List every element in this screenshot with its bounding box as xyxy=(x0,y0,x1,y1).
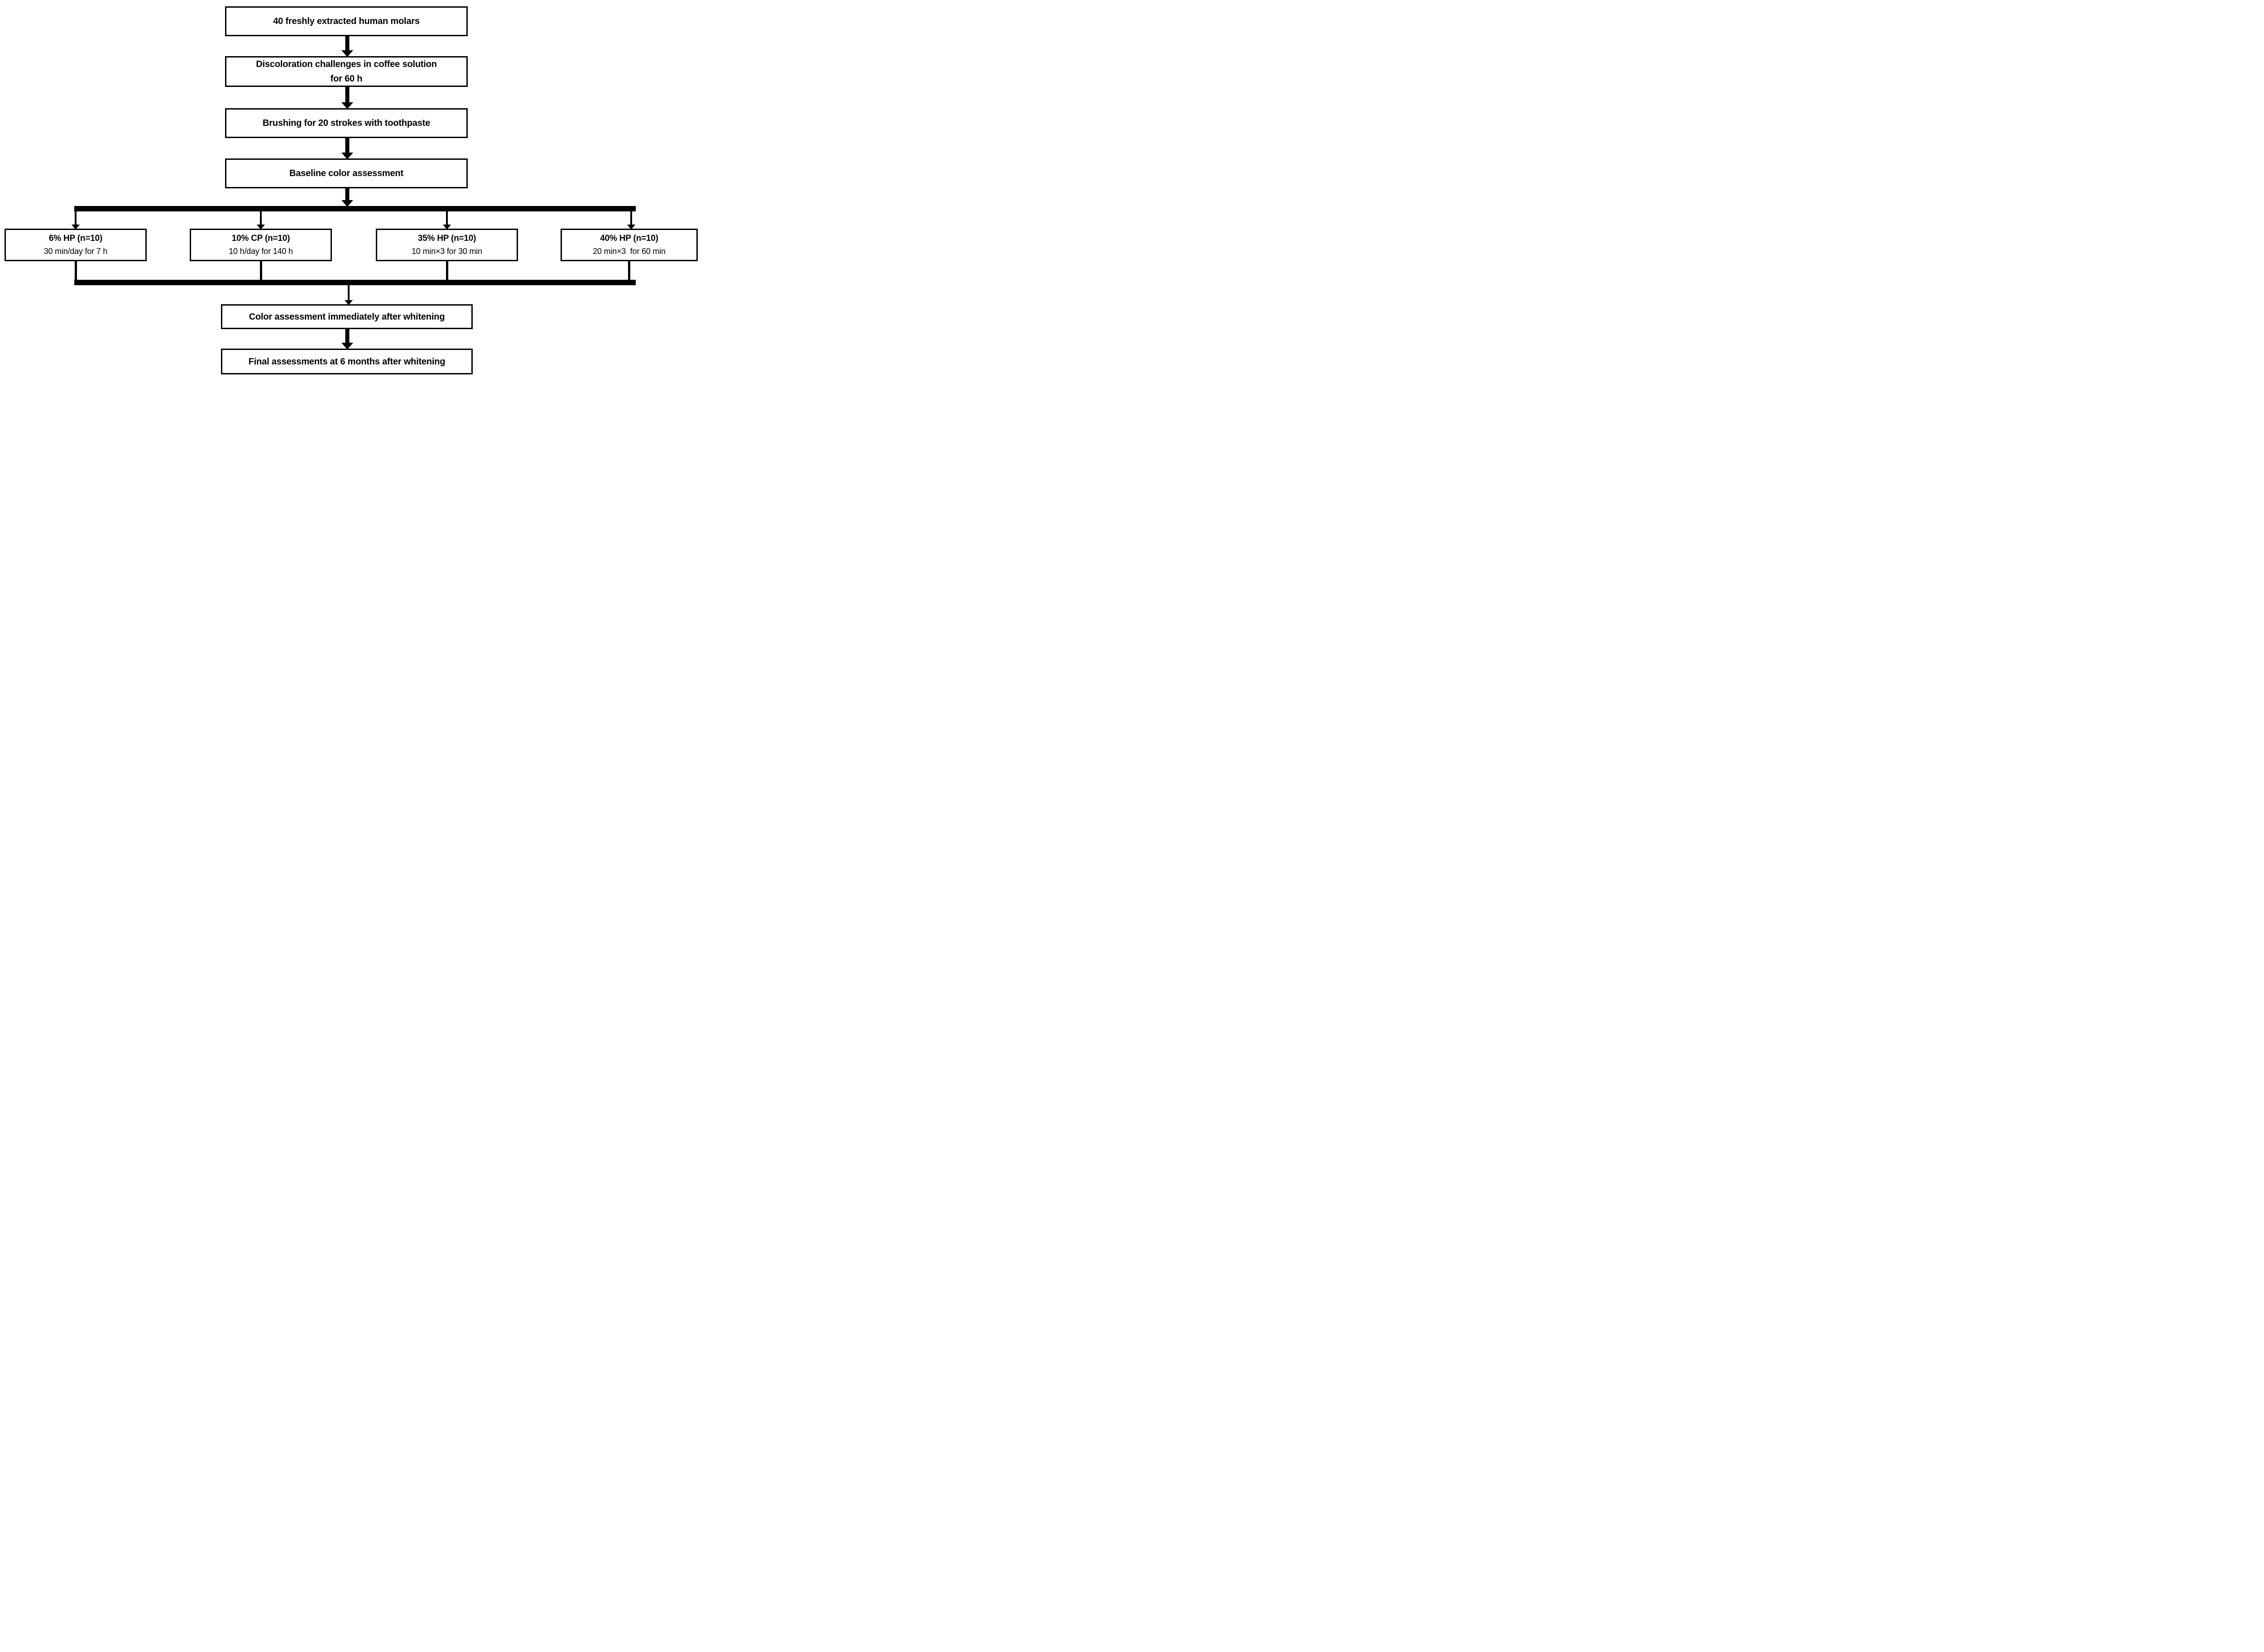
branch-title: 10% CP (n=10) xyxy=(231,234,290,244)
branch-converge-bar xyxy=(74,280,636,285)
node-post-whitening-label: Color assessment immediately after white… xyxy=(249,311,445,322)
node-brushing-label: Brushing for 20 strokes with toothpaste xyxy=(262,118,431,128)
arrow-down-icon xyxy=(345,285,353,305)
branch-title: 6% HP (n=10) xyxy=(48,234,103,244)
flowchart-canvas: 40 freshly extracted human molars Discol… xyxy=(0,0,700,377)
branch-distributor-bar xyxy=(74,206,636,211)
node-branch-35-hp: 35% HP (n=10) 10 min×3 for 30 min xyxy=(376,229,518,261)
connector-line xyxy=(628,260,630,282)
connector-line xyxy=(260,260,262,282)
node-molars: 40 freshly extracted human molars xyxy=(225,6,468,36)
connector-line xyxy=(446,260,448,282)
branch-schedule: 20 min×3 for 60 min xyxy=(593,246,666,256)
branch-schedule: 10 h/day for 140 h xyxy=(229,246,293,256)
branch-title: 40% HP (n=10) xyxy=(600,234,658,244)
node-branch-6-hp: 6% HP (n=10) 30 min/day for 7 h xyxy=(5,229,147,261)
node-baseline-label: Baseline color assessment xyxy=(289,168,403,178)
arrow-down-icon xyxy=(257,211,265,230)
branch-schedule: 30 min/day for 7 h xyxy=(43,246,108,256)
connector-line xyxy=(75,260,77,282)
arrow-down-icon xyxy=(341,86,353,109)
arrow-down-icon xyxy=(341,328,353,350)
arrow-down-icon xyxy=(341,187,353,207)
arrow-down-icon xyxy=(627,211,635,230)
node-branch-40-hp: 40% HP (n=10) 20 min×3 for 60 min xyxy=(561,229,698,261)
branch-title: 35% HP (n=10) xyxy=(417,234,476,244)
arrow-down-icon xyxy=(341,35,353,57)
node-discoloration: Discoloration challenges in coffee solut… xyxy=(225,56,468,87)
node-baseline: Baseline color assessment xyxy=(225,158,468,188)
arrow-down-icon xyxy=(72,211,80,230)
node-brushing: Brushing for 20 strokes with toothpaste xyxy=(225,108,468,138)
node-discoloration-line1: Discoloration challenges in coffee solut… xyxy=(256,59,437,69)
branch-schedule: 10 min×3 for 30 min xyxy=(412,246,482,256)
node-molars-label: 40 freshly extracted human molars xyxy=(273,16,420,26)
node-final-assessment-label: Final assessments at 6 months after whit… xyxy=(248,356,446,367)
node-final-assessment: Final assessments at 6 months after whit… xyxy=(221,349,473,374)
node-branch-10-cp: 10% CP (n=10) 10 h/day for 140 h xyxy=(190,229,332,261)
node-discoloration-line2: for 60 h xyxy=(330,74,363,84)
node-post-whitening: Color assessment immediately after white… xyxy=(221,304,473,329)
arrow-down-icon xyxy=(443,211,451,230)
arrow-down-icon xyxy=(341,137,353,159)
